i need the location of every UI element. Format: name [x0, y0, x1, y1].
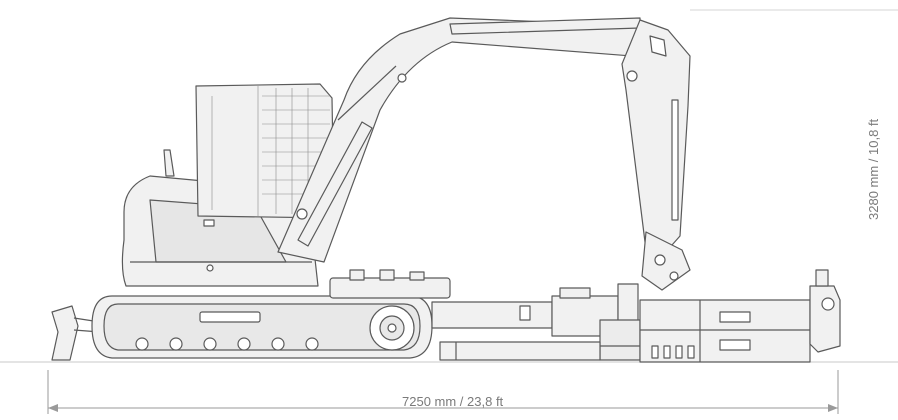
track-rollers [135, 337, 319, 351]
lower-rail [439, 341, 601, 361]
dozer-blade [51, 305, 79, 361]
height-dimension-label: 3280 mm / 10,8 ft [866, 118, 881, 220]
undercarriage-valves [329, 277, 451, 299]
exhaust-pipe [163, 149, 175, 177]
drill-head [809, 285, 841, 353]
boom-arm [277, 17, 659, 263]
boom-cylinder [297, 121, 373, 247]
front-module-slots [651, 345, 695, 359]
attachment-boom-section [431, 301, 553, 329]
length-dimension-label: 7250 mm / 23,8 ft [402, 394, 504, 409]
dipper-stick [621, 19, 691, 255]
length-dimension-arrow [47, 370, 839, 414]
